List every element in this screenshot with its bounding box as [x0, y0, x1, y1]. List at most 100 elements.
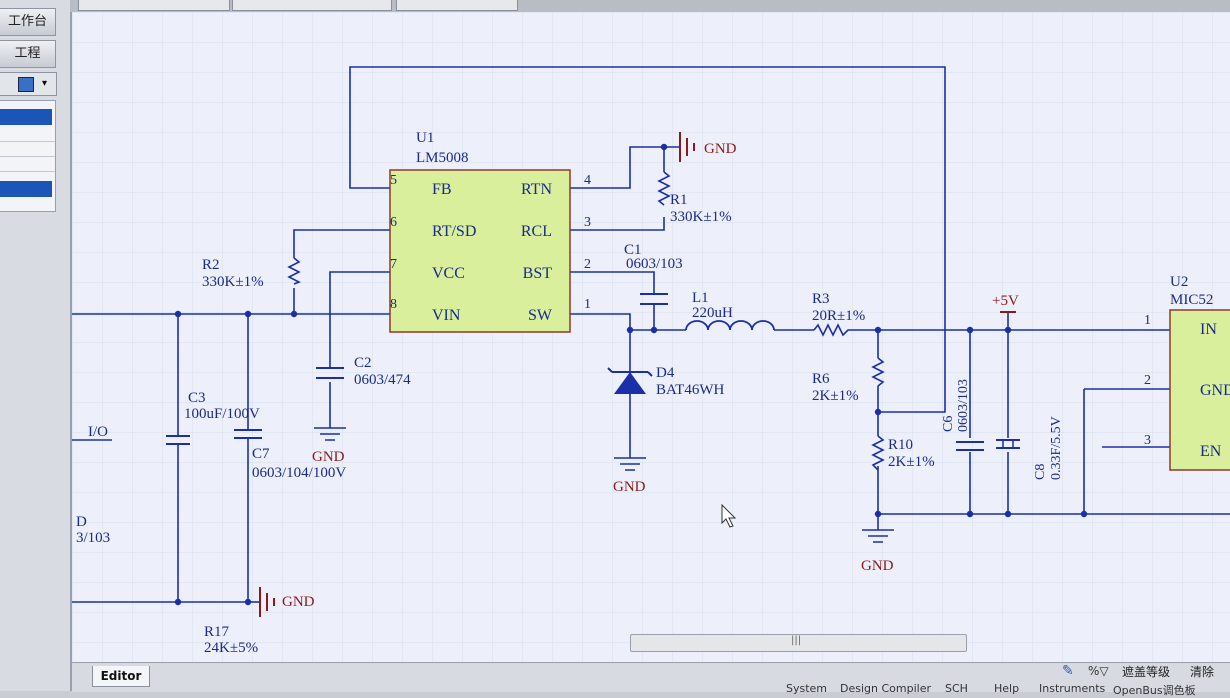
project-button[interactable]: 工程	[0, 40, 56, 68]
d4-value: BAT46WH	[656, 382, 724, 398]
io-label: I/O	[88, 424, 108, 440]
selected-row-top[interactable]	[0, 109, 52, 125]
u2-part: MIC52	[1170, 292, 1213, 308]
c6-ref: C6	[941, 416, 956, 432]
gnd-label-r1: GND	[704, 141, 737, 157]
document-tab-strip	[70, 0, 1230, 12]
u1-pin6-num: 6	[390, 215, 397, 230]
u1-ref: U1	[416, 130, 434, 146]
ground-symbols-horizontal	[259, 132, 695, 617]
gnd-label-c7: GND	[282, 594, 315, 610]
c7-symbol	[234, 429, 262, 439]
vcc-label: +5V	[992, 293, 1019, 309]
c7-ref: C7	[252, 446, 270, 462]
r2-symbol	[287, 257, 301, 285]
u2-pin3-name: EN	[1200, 443, 1222, 460]
editor-tab[interactable]: Editor	[92, 666, 150, 687]
r2-ref: R2	[202, 257, 220, 273]
u2-pin2-num: 2	[1144, 373, 1151, 388]
u1-pin1-name: SW	[528, 307, 553, 324]
gnd-label-r10: GND	[861, 558, 894, 574]
project-toolbar-icon[interactable]	[18, 77, 34, 92]
schematic-canvas[interactable]: FB RT/SD VCC VIN RTN RCL BST SW 5 6 7 8 …	[72, 12, 1230, 662]
partial-ref: D	[76, 514, 87, 530]
r1-ref: R1	[670, 192, 688, 208]
c2-symbol	[316, 367, 344, 379]
u1-pin8-name: VIN	[432, 307, 461, 324]
resistors	[287, 171, 885, 471]
filter-icon[interactable]: %▽	[1088, 664, 1109, 678]
c8-value: 0.33F/5.5V	[1049, 416, 1064, 480]
r10-ref: R10	[888, 437, 913, 453]
c3-value: 100uF/100V	[184, 406, 260, 422]
c1-symbol	[640, 293, 668, 305]
u2-pin1-name: IN	[1200, 321, 1217, 338]
junctions	[174, 143, 1088, 606]
r1-value: 330K±1%	[670, 209, 732, 225]
r3-value: 20R±1%	[812, 308, 865, 324]
toolbar-strip: ▾	[0, 72, 57, 96]
u2-pin3-num: 3	[1144, 433, 1151, 448]
c8-polar-box	[1002, 439, 1014, 449]
u2-body[interactable]	[1169, 309, 1230, 471]
c3-ref: C3	[188, 390, 206, 406]
doc-tab-3[interactable]	[396, 0, 518, 11]
l1-symbol	[685, 320, 775, 331]
r3-symbol	[813, 323, 850, 337]
c2-ref: C2	[354, 355, 372, 371]
workbench-button[interactable]: 工作台	[0, 8, 56, 36]
c6-symbol	[956, 441, 984, 451]
u1-pin5-name: FB	[432, 181, 452, 198]
u1-pin5-num: 5	[390, 173, 397, 188]
l1-ref: L1	[692, 290, 709, 306]
r6-symbol	[871, 357, 885, 387]
doc-tab-2[interactable]	[232, 0, 392, 11]
r10-value: 2K±1%	[888, 454, 935, 470]
horizontal-scrollbar[interactable]: |||	[630, 634, 967, 652]
r1-symbol	[657, 171, 671, 206]
menu-system[interactable]: System	[786, 682, 828, 695]
selected-row-bottom[interactable]	[0, 181, 52, 197]
dropdown-icon[interactable]: ▾	[42, 78, 48, 89]
c3-symbol	[166, 435, 190, 445]
menu-help[interactable]: Help	[994, 682, 1020, 695]
u1-pin7-name: VCC	[432, 265, 465, 282]
u1-pin1-num: 1	[584, 297, 591, 312]
u2-ref: U2	[1170, 274, 1188, 290]
pencil-icon[interactable]: ✎	[1062, 663, 1074, 679]
mask-level-label[interactable]: 遮盖等级	[1122, 665, 1171, 679]
u1-pin2-num: 2	[584, 257, 591, 272]
c6-value: 0603/103	[956, 379, 971, 432]
menu-sch[interactable]: SCH	[945, 682, 968, 695]
menu-instruments[interactable]: Instruments	[1039, 682, 1106, 695]
left-panel: 工作台 工程 ▾	[0, 0, 72, 691]
r17-value: 24K±5%	[204, 640, 258, 656]
u1-pin6-name: RT/SD	[432, 223, 476, 240]
u2-pin1-num: 1	[1144, 313, 1151, 328]
r6-value: 2K±1%	[812, 388, 859, 404]
partial-value: 3/103	[76, 530, 110, 546]
project-tree[interactable]	[0, 100, 56, 212]
menu-openbus[interactable]: OpenBus调色板	[1113, 684, 1196, 697]
u1-part: LM5008	[416, 150, 469, 166]
u1-pin2-name: BST	[523, 265, 553, 282]
l1-value: 220uH	[692, 305, 733, 321]
r3-ref: R3	[812, 291, 830, 307]
c8-ref: C8	[1033, 464, 1048, 480]
ground-symbols	[314, 427, 894, 543]
r6-ref: R6	[812, 371, 830, 387]
c2-value: 0603/474	[354, 372, 411, 388]
u1-pin3-num: 3	[584, 215, 591, 230]
c7-value: 0603/104/100V	[252, 465, 346, 481]
d4-symbol	[607, 367, 653, 394]
mouse-cursor-icon	[721, 503, 737, 528]
u1-body[interactable]	[389, 169, 571, 333]
clear-button[interactable]: 清除	[1190, 665, 1215, 679]
r10-symbol	[871, 435, 885, 471]
u1-pin4-num: 4	[584, 173, 591, 188]
u1-pin4-name: RTN	[521, 181, 552, 198]
doc-tab-1[interactable]	[78, 0, 230, 11]
gnd-label-c2: GND	[312, 449, 345, 465]
menu-design-compiler[interactable]: Design Compiler	[840, 682, 931, 695]
u2-pin2-name: GND	[1200, 382, 1230, 399]
